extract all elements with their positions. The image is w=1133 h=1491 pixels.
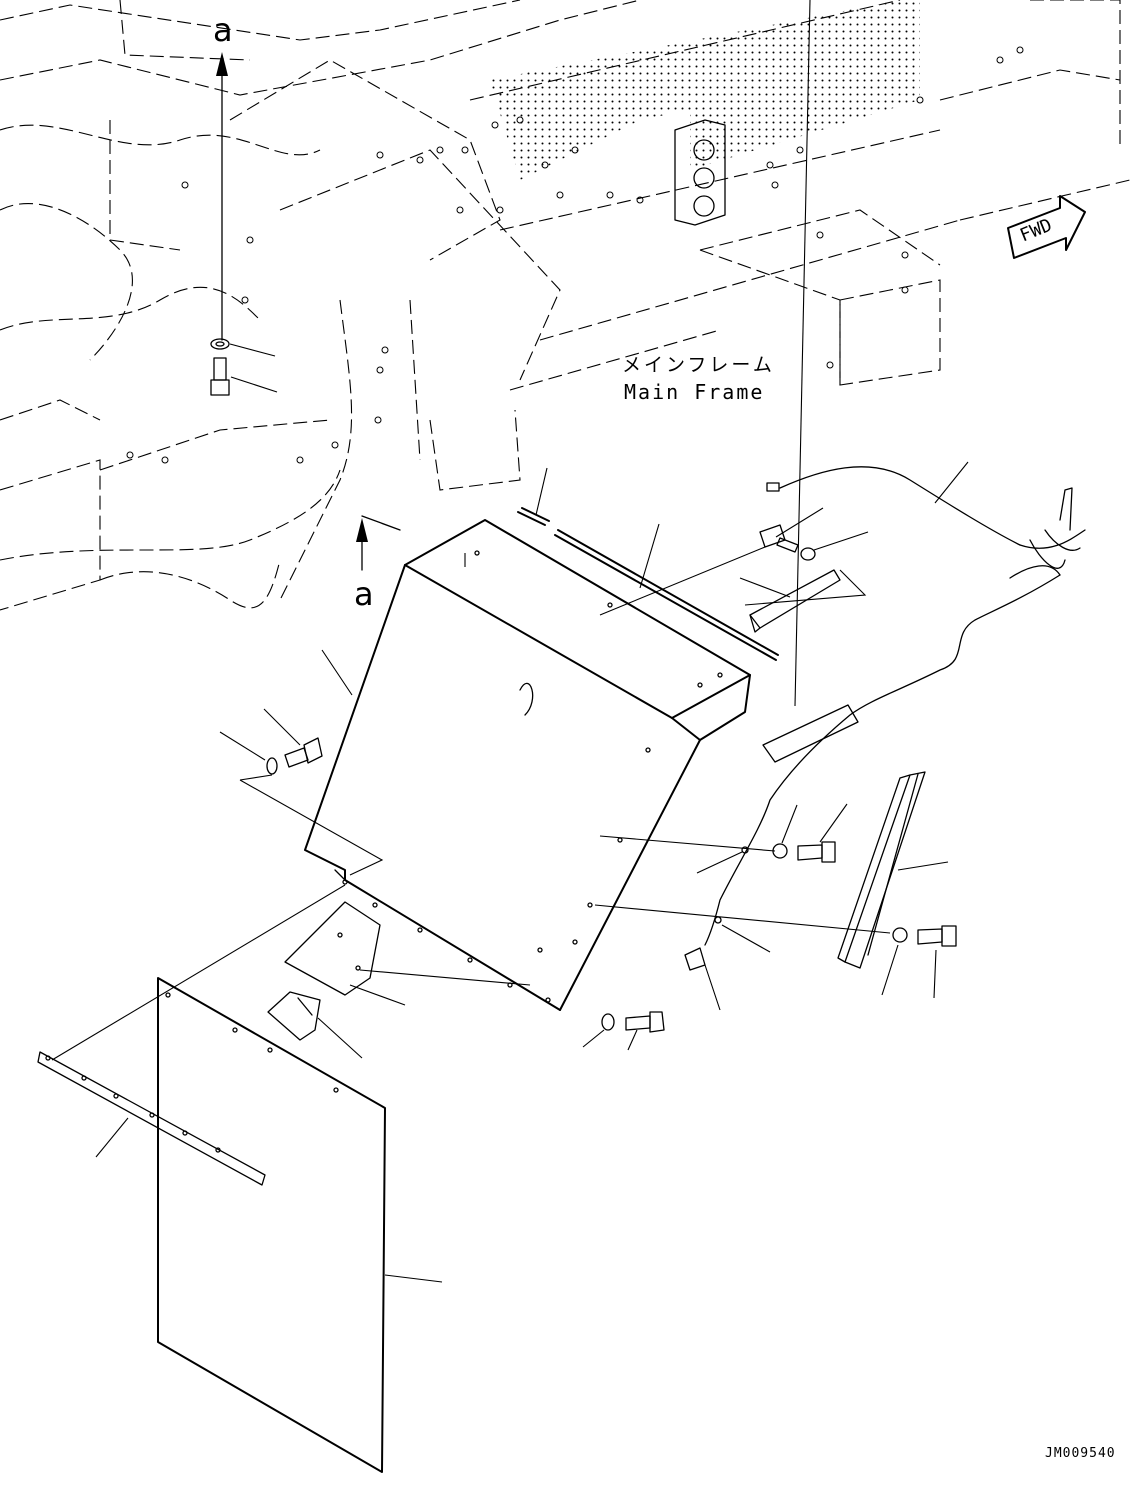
top-washer-bolt <box>210 338 278 396</box>
lamp-housing <box>674 119 726 226</box>
bracket-plate <box>284 901 531 1006</box>
left-bolt-washer <box>219 708 384 876</box>
view-arrow-top <box>216 52 228 341</box>
retaining-bar <box>37 1051 266 1186</box>
view-letter-bottom: a <box>354 575 374 613</box>
perforated-deck-panel <box>490 0 920 180</box>
upper-bolt-washer <box>599 507 869 616</box>
view-arrow-bottom <box>356 515 401 571</box>
view-letter-top: a <box>213 11 233 49</box>
seal-strip <box>517 467 779 661</box>
vertical-rail <box>837 771 949 969</box>
harness-bolt-washer <box>599 803 848 874</box>
main-frame-label-en: Main Frame <box>624 380 765 404</box>
forward-arrow <box>1007 195 1086 259</box>
angle-bracket <box>739 569 867 633</box>
guard-panel <box>304 519 751 1011</box>
right-bolt-washer <box>594 904 957 999</box>
wire-harness <box>684 461 1086 1011</box>
frame-fasteners <box>126 46 1024 464</box>
bottom-bolt-washer <box>582 1011 665 1051</box>
main-frame-label-jp: メインフレーム <box>622 354 775 376</box>
clip-fastener <box>267 991 363 1059</box>
harness-clamp <box>762 0 859 763</box>
drawing-id: JM009540 <box>1045 1446 1116 1461</box>
mud-flap <box>51 884 443 1473</box>
